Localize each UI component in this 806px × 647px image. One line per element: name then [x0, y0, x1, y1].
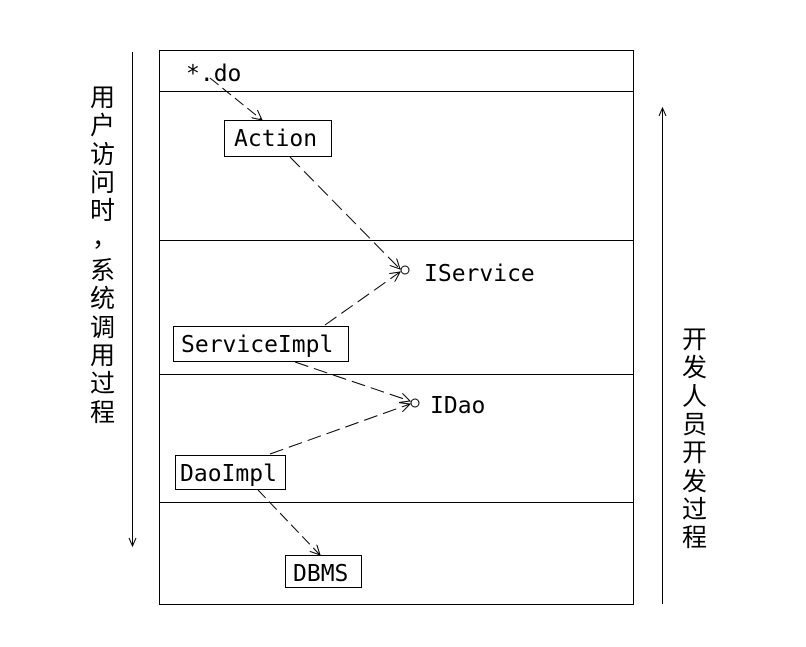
right-caption-char: 人: [682, 382, 707, 411]
connector-daoimpl-to-idao: [269, 404, 410, 455]
layers-frame: [159, 50, 634, 605]
action-label: Action: [234, 126, 317, 152]
left-caption-char: 调: [90, 313, 115, 342]
left-caption-char: 访: [90, 140, 115, 169]
idao-label: IDao: [430, 393, 485, 419]
right-flow-arrowhead: [658, 106, 667, 117]
left-caption-char: 问: [90, 168, 115, 197]
left-caption-char: 用: [90, 341, 115, 370]
serviceimpl-box: [173, 326, 349, 362]
left-flow-arrowhead: [128, 537, 137, 548]
left-caption-char: ，: [92, 223, 117, 252]
dbms-label: DBMS: [293, 561, 348, 587]
serviceimpl-label: ServiceImpl: [181, 332, 333, 358]
left-caption-char: 用: [90, 83, 115, 112]
right-caption-char: 发: [682, 467, 707, 496]
left-caption-char: 统: [90, 284, 115, 313]
right-caption-char: 发: [682, 353, 707, 382]
connector-entry-to-action: [209, 77, 262, 120]
right-caption-char: 程: [682, 523, 707, 552]
connector-serviceimpl-to-idao: [294, 361, 410, 401]
left-caption-char: 时: [90, 196, 115, 225]
right-caption-char: 开: [682, 325, 707, 354]
connector-daoimpl-to-dbms: [257, 489, 320, 555]
daoimpl-box: [175, 455, 286, 490]
dbms-box: [285, 555, 362, 588]
entry-label: *.do: [186, 61, 241, 87]
idao-interface-icon: [410, 398, 420, 408]
left-caption-char: 系: [90, 256, 115, 285]
right-caption-char: 员: [682, 410, 707, 439]
right-caption-char: 开: [682, 438, 707, 467]
connector-action-to-iservice: [289, 156, 400, 269]
daoimpl-label: DaoImpl: [180, 461, 277, 487]
left-caption-char: 程: [90, 398, 115, 427]
iservice-label: IService: [424, 261, 535, 287]
iservice-interface-icon: [400, 265, 410, 275]
action-box: [224, 120, 332, 157]
left-caption-char: 户: [90, 111, 115, 140]
right-caption: 开 发 人 员 开 发 过 程: [682, 325, 715, 552]
left-caption: 用 户 访 问 时 ， 系 统 调 用 过 程: [90, 83, 125, 427]
right-caption-char: 过: [682, 495, 707, 524]
connector-serviceimpl-to-iservice: [324, 272, 400, 326]
left-caption-char: 过: [90, 369, 115, 398]
